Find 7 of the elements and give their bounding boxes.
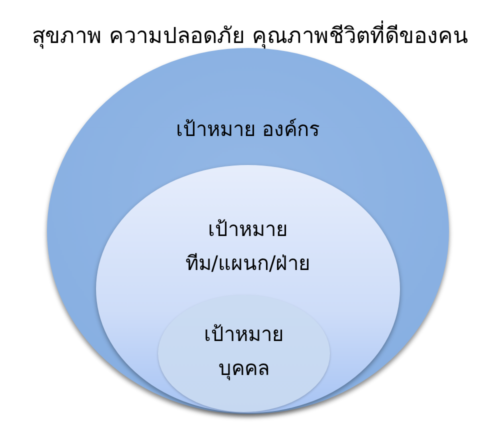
goal-label: เป้าหมาย บุคคล xyxy=(204,321,284,382)
goal-label: เป้าหมาย ทีม/แผนก/ฝ่าย xyxy=(185,216,311,277)
goal-label: เป้าหมาย องค์กร xyxy=(176,116,320,143)
middle-circle xyxy=(96,165,400,413)
outer-circle xyxy=(47,48,449,414)
diagram-title: สุขภาพ ความปลอดภัย คุณภาพชีวิตที่ดีของคน xyxy=(32,22,468,53)
inner-circle xyxy=(158,295,330,412)
